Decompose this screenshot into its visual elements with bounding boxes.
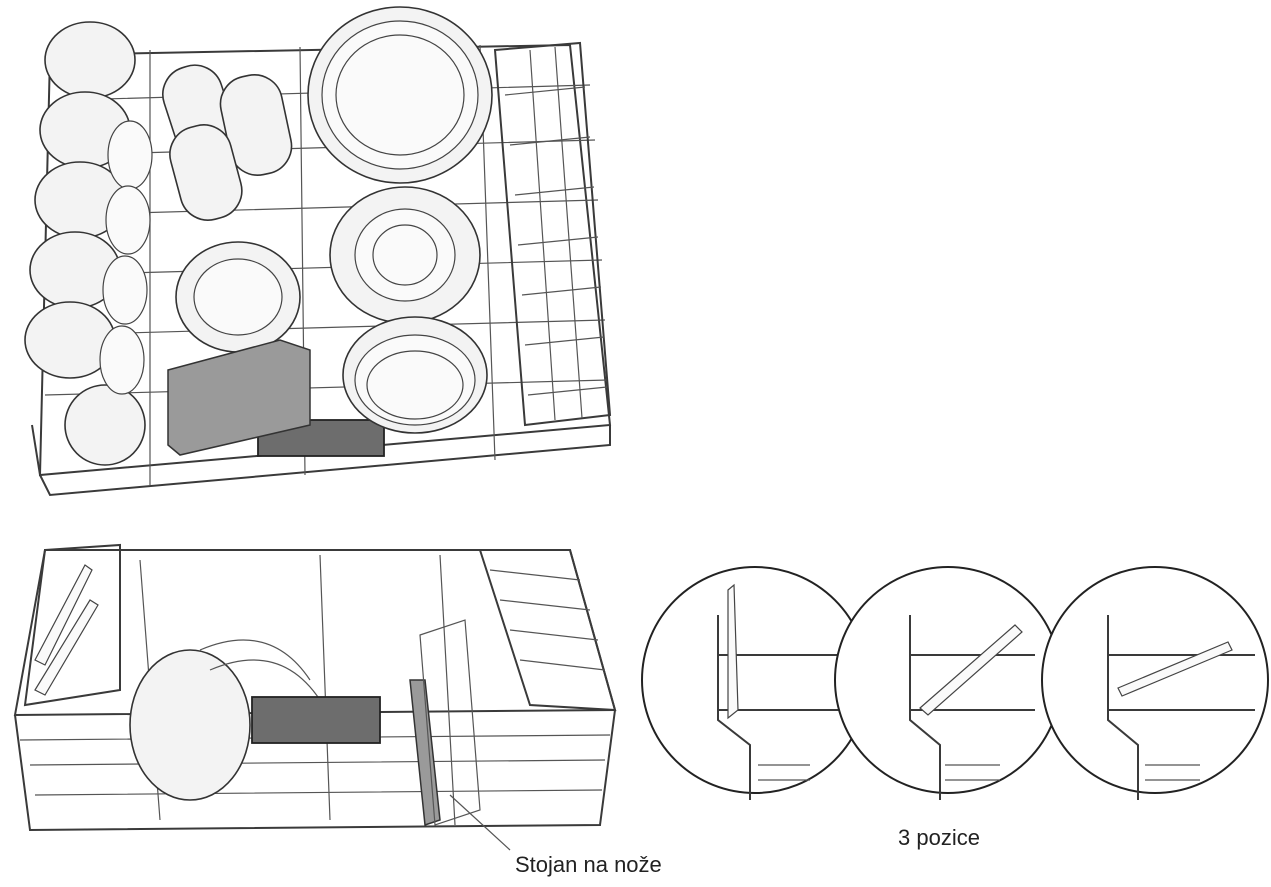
- upper-dish-rack-icon: [24, 6, 612, 497]
- lower-rack-illustration: [10, 540, 625, 845]
- upper-rack-illustration: [10, 5, 630, 500]
- positions-label: 3 pozice: [898, 825, 980, 850]
- tine-folded-position-icon: [1041, 566, 1269, 800]
- lower-dish-rack-icon: [13, 543, 617, 832]
- positions-illustration: [640, 560, 1270, 810]
- knife-rack-label: Stojan na nože: [515, 852, 662, 877]
- tine-angled-position-icon: [834, 566, 1062, 800]
